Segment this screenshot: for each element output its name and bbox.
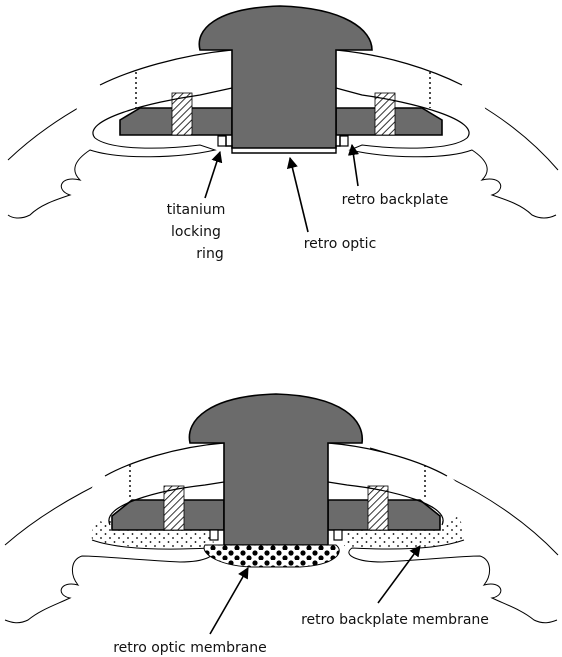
label-retro-optic-membrane: retro optic membrane	[113, 640, 267, 656]
bottom-tissue-right	[348, 539, 558, 624]
top-arrow-retro-optic	[286, 156, 309, 233]
top-arrow-locking-ring	[204, 150, 223, 199]
label-retro-optic: retro optic	[304, 236, 377, 252]
label-ring: ring	[196, 246, 223, 262]
bottom-backplate-membrane-left	[91, 506, 214, 548]
bottom-graft-right	[328, 443, 464, 525]
bottom-graft-left	[88, 443, 224, 525]
bottom-hatch-right	[367, 485, 389, 531]
top-optic	[198, 5, 373, 149]
bottom-arrow-backplate-membrane	[377, 545, 421, 604]
bottom-optic	[188, 393, 363, 546]
bottom-arrow-optic-membrane	[209, 567, 249, 635]
top-hatch-left	[171, 92, 193, 136]
bottom-backplate-membrane-right	[344, 504, 465, 548]
top-hatch-right	[374, 92, 396, 136]
label-locking: locking	[171, 224, 221, 240]
bottom-locking-ring-right	[333, 529, 343, 541]
bottom-locking-ring-left	[209, 529, 219, 541]
top-graft-right-border	[335, 49, 470, 139]
label-titanium: titanium	[167, 202, 226, 218]
top-tissue-left	[7, 137, 217, 219]
top-locking-ring-left	[217, 135, 227, 147]
bottom-panel: retro optic membrane retro backplate mem…	[4, 393, 559, 656]
label-retro-backplate-membrane: retro backplate membrane	[301, 612, 489, 628]
top-tissue-right	[348, 137, 557, 219]
top-optic-base	[225, 136, 341, 154]
bottom-graft-right-border	[327, 442, 448, 526]
top-graft-left-border	[92, 49, 233, 139]
bottom-graft-left-border	[104, 442, 225, 526]
label-retro-backplate: retro backplate	[342, 192, 449, 208]
top-graft-left	[76, 50, 232, 138]
bottom-optic-membrane	[203, 544, 340, 568]
top-locking-ring-right	[339, 135, 349, 147]
bottom-hatch-left	[163, 485, 185, 531]
bottom-tissue-left	[4, 539, 214, 624]
top-arrow-backplate	[347, 143, 360, 187]
top-panel: titanium locking ring retro optic retro …	[7, 5, 559, 262]
